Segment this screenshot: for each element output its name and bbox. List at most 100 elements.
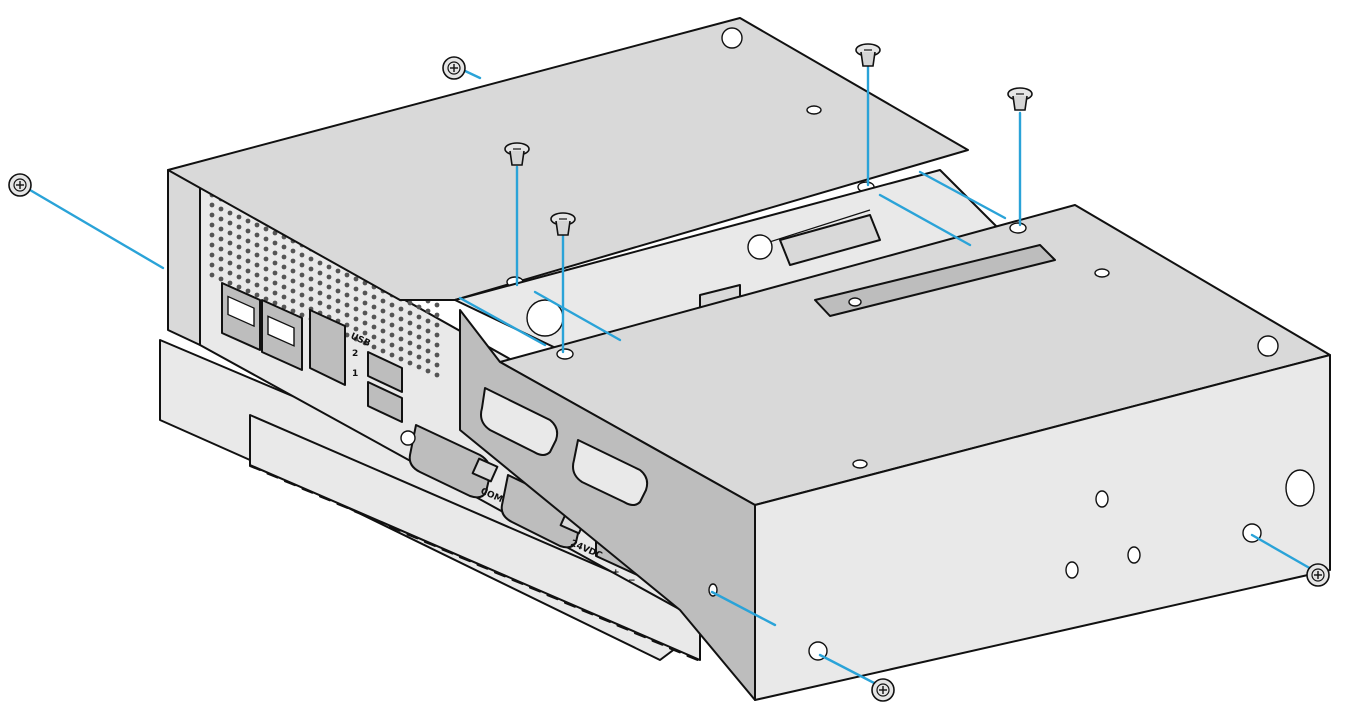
vent-hole bbox=[335, 268, 341, 274]
vent-hole bbox=[263, 246, 269, 252]
vent-hole bbox=[308, 286, 314, 292]
vent-hole bbox=[272, 260, 278, 266]
vent-hole bbox=[227, 250, 233, 256]
vent-hole bbox=[407, 330, 413, 336]
vent-hole bbox=[254, 282, 260, 288]
vent-hole bbox=[308, 276, 314, 282]
usb-port-1-label: 1 bbox=[352, 369, 358, 379]
vent-hole bbox=[416, 334, 422, 340]
vent-hole bbox=[416, 314, 422, 320]
vent-hole bbox=[425, 328, 431, 334]
vent-hole bbox=[218, 236, 224, 242]
vent-hole bbox=[416, 304, 422, 310]
guide-lines bbox=[28, 65, 1315, 687]
vent-hole bbox=[209, 202, 215, 208]
vent-hole bbox=[245, 228, 251, 234]
heatsink bbox=[159, 339, 701, 661]
usb-port-icon bbox=[367, 351, 403, 393]
vent-hole bbox=[407, 350, 413, 356]
vent-hole bbox=[281, 284, 287, 290]
vent-hole bbox=[272, 300, 278, 306]
vent-hole bbox=[344, 302, 350, 308]
vent-hole bbox=[209, 232, 215, 238]
screw-icon bbox=[550, 212, 576, 236]
vent-hole bbox=[236, 274, 242, 280]
vent-hole bbox=[362, 340, 368, 346]
screw-icon bbox=[8, 173, 32, 197]
vent-hole bbox=[299, 312, 305, 318]
side-cover-module bbox=[459, 204, 1331, 701]
vent-hole bbox=[209, 212, 215, 218]
vent-hole bbox=[317, 260, 323, 266]
screw-icon bbox=[871, 678, 895, 702]
vent-hole bbox=[398, 356, 404, 362]
vent-hole bbox=[218, 206, 224, 212]
vent-hole bbox=[308, 296, 314, 302]
vent-hole bbox=[263, 256, 269, 262]
vent-hole bbox=[416, 354, 422, 360]
vent-hole bbox=[254, 292, 260, 298]
vent-hole bbox=[272, 280, 278, 286]
vent-hole bbox=[407, 340, 413, 346]
vent-hole bbox=[218, 216, 224, 222]
vent-hole bbox=[272, 250, 278, 256]
vent-hole bbox=[209, 272, 215, 278]
vent-hole bbox=[263, 276, 269, 282]
vent-hole bbox=[434, 352, 440, 358]
vent-hole bbox=[290, 248, 296, 254]
vent-hole bbox=[245, 218, 251, 224]
vent-hole bbox=[335, 308, 341, 314]
vent-hole bbox=[218, 256, 224, 262]
vent-hole bbox=[371, 294, 377, 300]
vent-hole bbox=[290, 298, 296, 304]
vent-hole bbox=[209, 262, 215, 268]
vent-hole bbox=[353, 276, 359, 282]
screw-icon bbox=[442, 56, 466, 80]
vent-hole bbox=[236, 234, 242, 240]
vent-hole bbox=[299, 252, 305, 258]
vent-hole bbox=[254, 262, 260, 268]
vent-hole bbox=[353, 326, 359, 332]
vent-hole bbox=[254, 242, 260, 248]
vent-hole bbox=[380, 348, 386, 354]
vent-hole bbox=[263, 226, 269, 232]
vent-hole bbox=[434, 332, 440, 338]
vent-hole bbox=[398, 306, 404, 312]
vent-hole bbox=[263, 236, 269, 242]
vent-hole bbox=[353, 336, 359, 342]
vent-hole bbox=[326, 294, 332, 300]
vent-hole bbox=[425, 318, 431, 324]
vent-hole bbox=[263, 266, 269, 272]
vent-hole bbox=[290, 288, 296, 294]
screw-icon bbox=[504, 142, 530, 166]
vent-hole bbox=[290, 308, 296, 314]
screws bbox=[8, 43, 1330, 702]
vent-hole bbox=[398, 336, 404, 342]
vent-hole bbox=[380, 318, 386, 324]
vent-hole bbox=[326, 274, 332, 280]
vent-hole bbox=[227, 230, 233, 236]
vent-hole bbox=[407, 310, 413, 316]
vent-hole bbox=[245, 258, 251, 264]
vent-hole bbox=[299, 262, 305, 268]
vent-hole bbox=[317, 280, 323, 286]
rj45-port-icon bbox=[309, 309, 346, 386]
vent-hole bbox=[434, 322, 440, 328]
vent-hole bbox=[425, 338, 431, 344]
vent-hole bbox=[299, 272, 305, 278]
vent-hole bbox=[272, 230, 278, 236]
vent-hole bbox=[362, 330, 368, 336]
vent-hole bbox=[254, 232, 260, 238]
vent-hole bbox=[326, 264, 332, 270]
vent-hole bbox=[344, 312, 350, 318]
vent-hole bbox=[416, 344, 422, 350]
screw-icon bbox=[1306, 563, 1330, 587]
db9-connector-icon bbox=[400, 424, 499, 499]
vent-hole bbox=[236, 264, 242, 270]
screw-icon bbox=[855, 43, 881, 67]
vent-hole bbox=[245, 288, 251, 294]
vent-hole bbox=[434, 312, 440, 318]
vent-hole bbox=[407, 320, 413, 326]
vent-hole bbox=[371, 324, 377, 330]
vent-hole bbox=[299, 292, 305, 298]
